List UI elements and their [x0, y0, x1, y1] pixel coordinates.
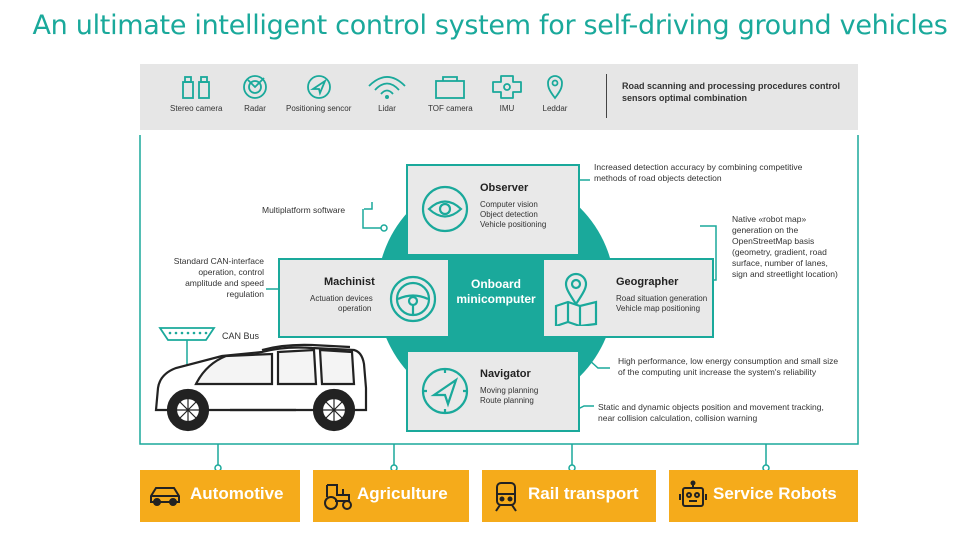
navigator-module: Navigator Moving planning Route planning [406, 350, 580, 432]
positioning-sensor-icon [306, 75, 331, 99]
eye-icon [421, 185, 469, 233]
observer-module: Observer Computer vision Object detectio… [406, 164, 580, 256]
note-performance: High performance, low energy consumption… [618, 356, 839, 377]
sensor-label: Positioning sencor [286, 104, 352, 113]
radar-icon [243, 75, 267, 99]
center-line-1: Onboard [471, 277, 521, 291]
machinist-module: Machinist Actuation devices operation [278, 258, 450, 338]
sensor-label: TOF camera [428, 104, 473, 113]
tof-camera-icon [435, 76, 466, 99]
train-icon [495, 482, 517, 512]
module-line: Road situation generation [616, 294, 708, 303]
sensor-label: Lidar [378, 104, 396, 113]
sensor-label: Leddar [542, 104, 568, 113]
stereo-camera-icon [182, 76, 211, 99]
sector-rail-transport: Rail transport [482, 470, 656, 522]
module-line: Actuation devices [310, 294, 373, 303]
sensor-stereo-camera: Stereo camera [170, 74, 222, 113]
imu-icon [492, 75, 522, 99]
sector-agriculture: Agriculture [313, 470, 469, 522]
compass-icon [421, 367, 469, 415]
onboard-minicomputer-label: Onboard minicomputer [451, 277, 541, 307]
module-title: Navigator [480, 368, 531, 380]
sector-label: Automotive [190, 484, 284, 503]
map-pin-icon [554, 272, 598, 326]
note-detection: Increased detection accuracy by combinin… [594, 162, 803, 183]
module-title: Machinist [324, 276, 375, 288]
note-can-interface: Standard CAN-interface operation, contro… [173, 256, 264, 299]
module-line: Route planning [480, 396, 534, 405]
tractor-icon [324, 484, 352, 510]
can-bus-label: CAN Bus [222, 331, 260, 341]
sector-label: Service Robots [713, 484, 837, 503]
sensor-tof-camera: TOF camera [428, 74, 473, 113]
page-title: An ultimate intelligent control system f… [32, 10, 948, 41]
module-line: Vehicle map positioning [616, 304, 701, 313]
sensor-bar: Stereo camera Radar Positioning sencor L… [140, 64, 858, 130]
sensor-note: Road scanning and processing procedures … [622, 81, 841, 103]
module-title: Geographer [616, 276, 679, 288]
steering-wheel-icon [389, 275, 437, 323]
sensor-label: Radar [244, 104, 266, 113]
robot-icon [679, 480, 707, 507]
module-line: operation [338, 304, 372, 313]
module-line: Object detection [480, 210, 538, 219]
can-bus-connector-icon [158, 327, 216, 370]
module-title: Observer [480, 182, 529, 194]
module-line: Vehicle positioning [480, 220, 547, 229]
note-robot-map: Native «robot map» generation on the Ope… [732, 214, 838, 279]
sensor-positioning: Positioning sencor [286, 74, 351, 113]
sensor-label: Stereo camera [170, 104, 223, 113]
module-line: Computer vision [480, 200, 538, 209]
leddar-icon [547, 75, 563, 100]
sensor-lidar: Lidar [366, 74, 408, 113]
sector-label: Rail transport [528, 484, 639, 503]
sector-label: Agriculture [357, 484, 448, 503]
sector-automotive: Automotive [140, 470, 300, 522]
lidar-icon [368, 76, 406, 99]
center-line-2: minicomputer [456, 292, 536, 306]
geographer-module: Geographer Road situation generation Veh… [542, 258, 714, 338]
car-illustration [154, 343, 368, 432]
note-multiplatform: Multiplatform software [262, 205, 346, 215]
sensor-imu: IMU [490, 74, 524, 113]
sensor-label: IMU [499, 104, 515, 113]
car-icon [150, 487, 180, 506]
sensor-divider [606, 74, 607, 118]
sensor-radar: Radar [238, 74, 272, 113]
sensor-leddar: Leddar [538, 74, 572, 113]
module-line: Moving planning [480, 386, 539, 395]
sector-service-robots: Service Robots [669, 470, 858, 522]
note-tracking: Static and dynamic objects position and … [598, 402, 824, 423]
